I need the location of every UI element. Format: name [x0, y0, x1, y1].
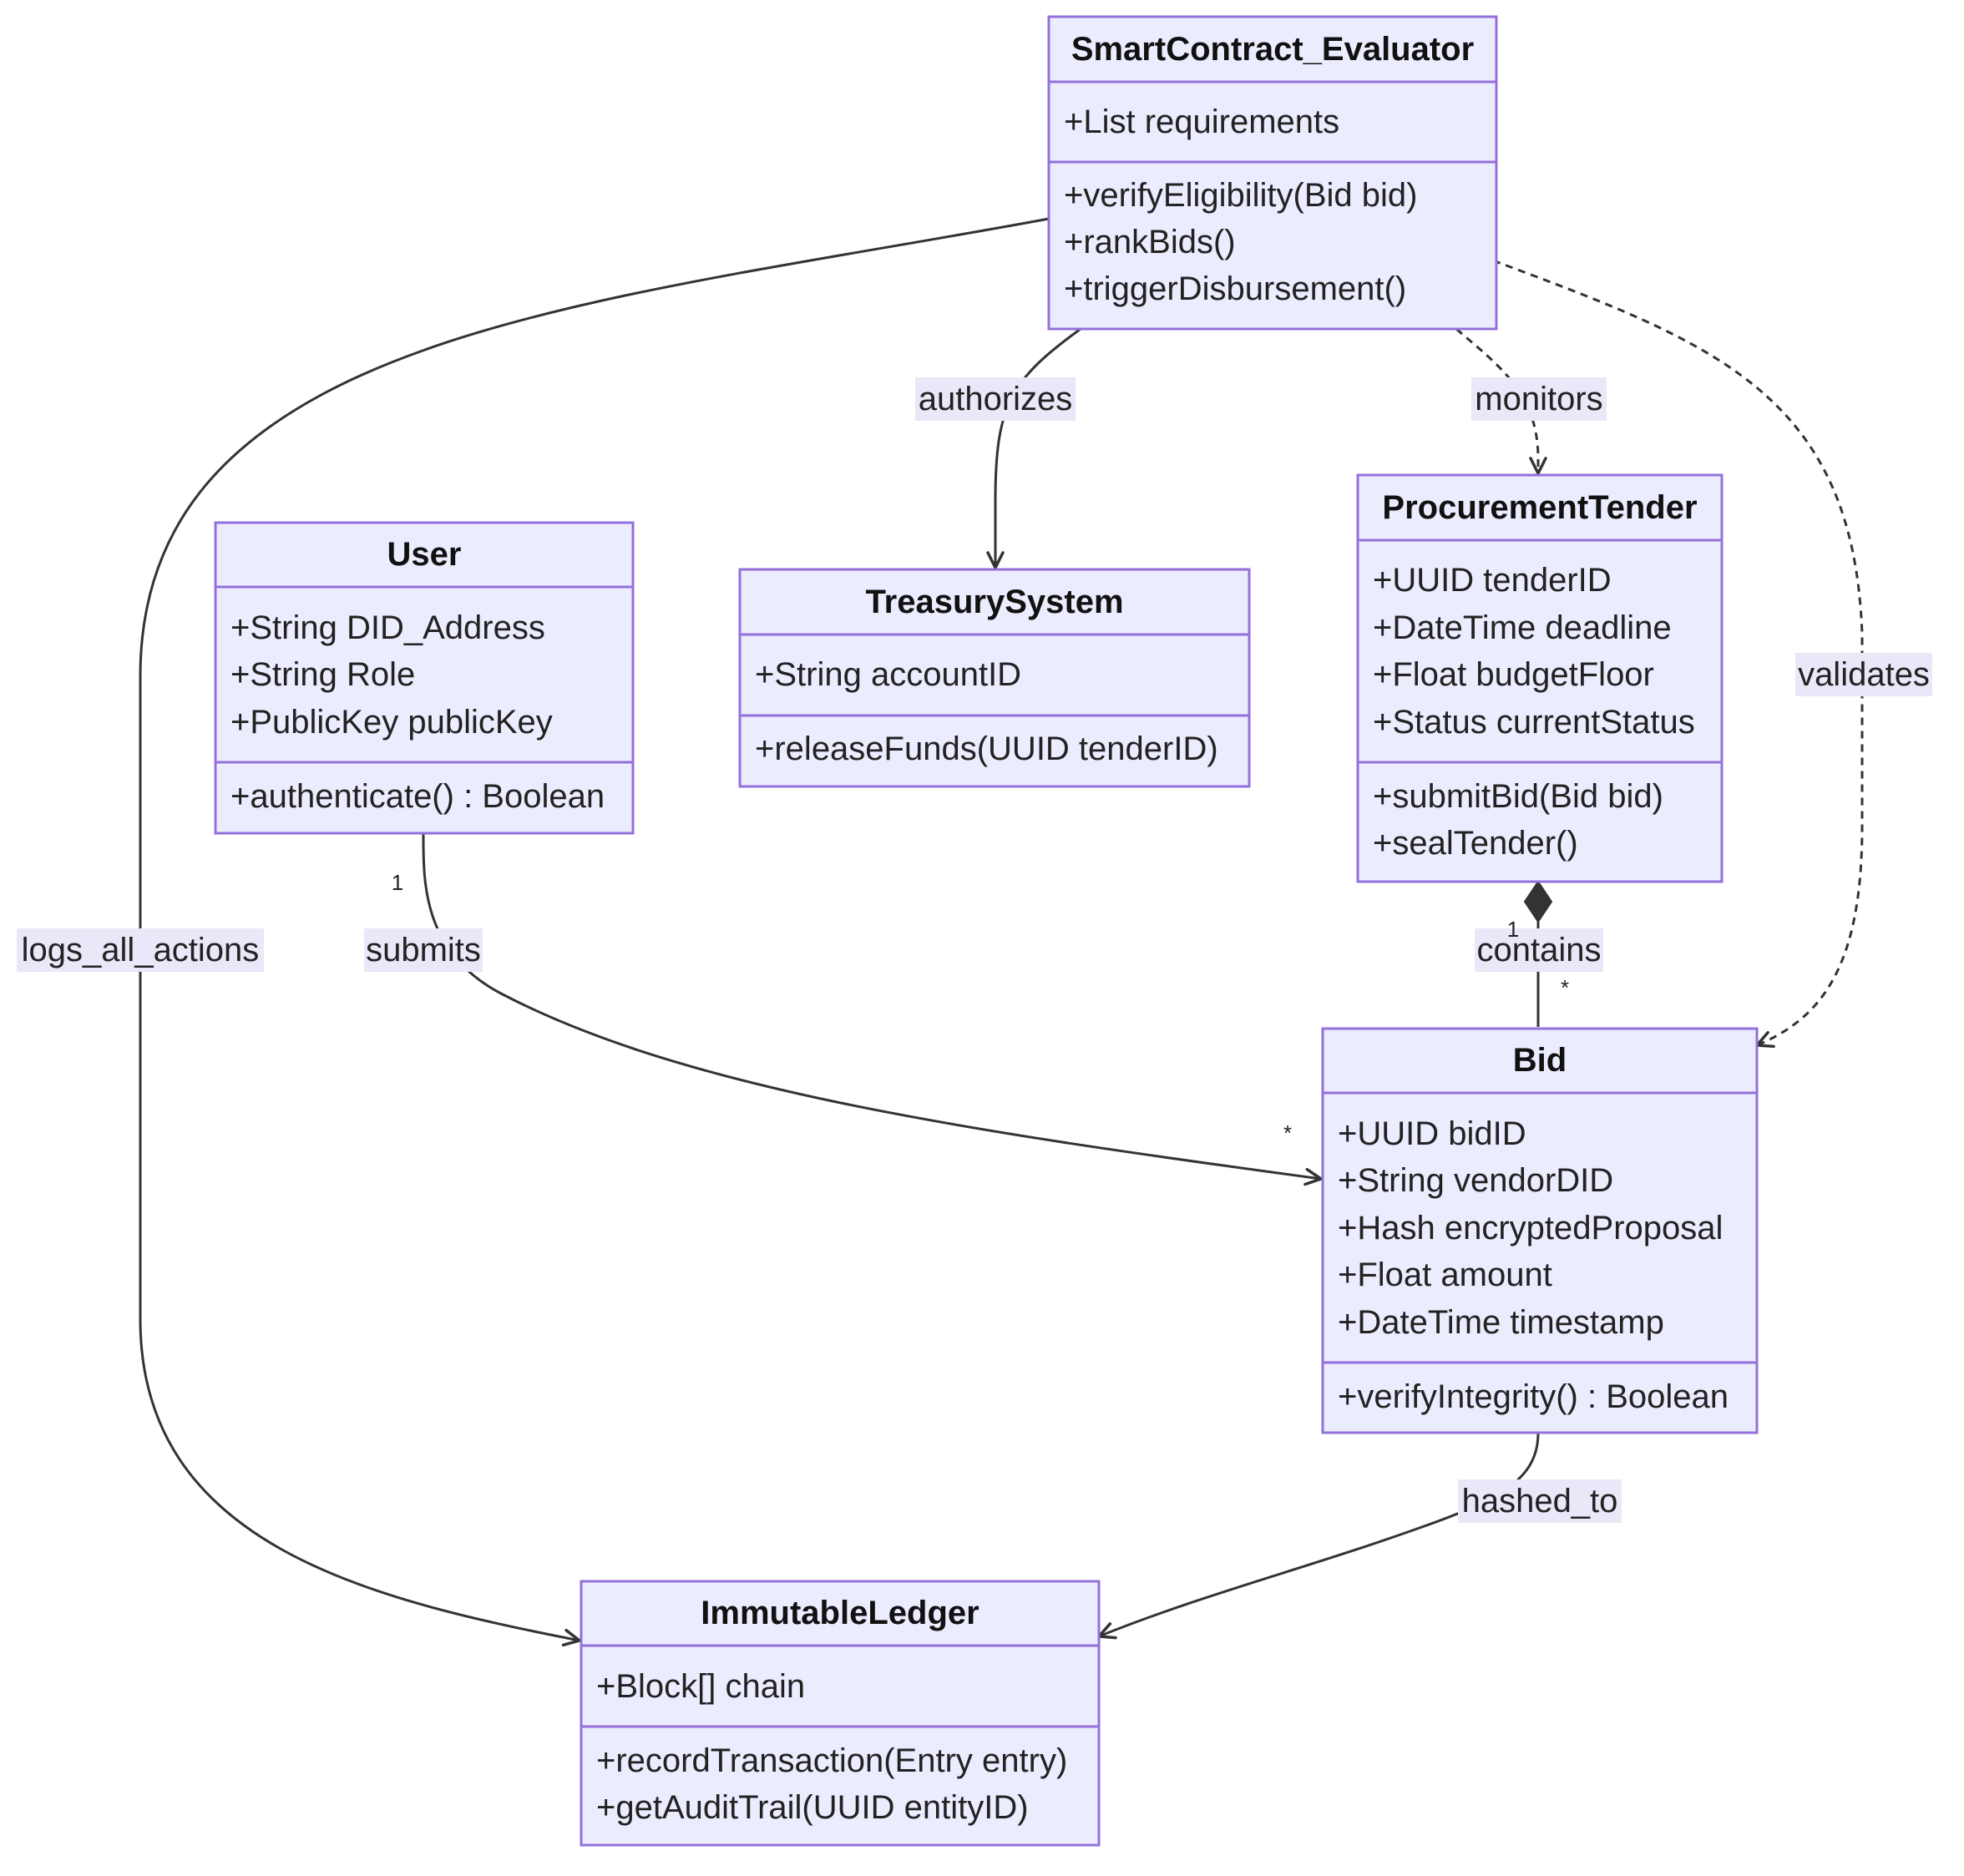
label-contains-text: contains	[1477, 932, 1602, 968]
class-method: +sealTender()	[1373, 825, 1578, 862]
class-attribute: +DateTime deadline	[1373, 609, 1672, 646]
class-method: +verifyIntegrity() : Boolean	[1338, 1378, 1729, 1415]
class-attribute: +Float budgetFloor	[1373, 656, 1654, 693]
mult-contains-bid: *	[1561, 975, 1569, 1000]
class-title: ImmutableLedger	[701, 1595, 979, 1631]
label-contains: contains	[1475, 928, 1603, 972]
class-title: Bid	[1513, 1042, 1567, 1079]
class-immutable-ledger[interactable]: ImmutableLedger +Block[] chain +recordTr…	[580, 1580, 1101, 1847]
mult-submits-user: 1	[392, 870, 403, 895]
label-validates: validates	[1795, 653, 1932, 696]
mult-contains-tender: 1	[1507, 917, 1519, 942]
class-attribute: +PublicKey publicKey	[230, 704, 553, 741]
class-treasury-system[interactable]: TreasurySystem +String accountID +releas…	[738, 568, 1251, 788]
class-attribute: +String vendorDID	[1338, 1162, 1613, 1199]
label-submits: submits	[364, 928, 483, 972]
class-title: SmartContract_Evaluator	[1071, 31, 1474, 68]
edge-submits	[422, 832, 1323, 1186]
class-attribute: +String DID_Address	[230, 609, 545, 646]
class-attribute: +String accountID	[755, 656, 1021, 693]
label-authorizes-text: authorizes	[919, 381, 1073, 417]
label-authorizes: authorizes	[915, 377, 1076, 421]
class-title: ProcurementTender	[1382, 489, 1697, 526]
class-method: +verifyEligibility(Bid bid)	[1064, 177, 1417, 214]
class-attribute: +UUID tenderID	[1373, 562, 1612, 599]
class-title: User	[387, 536, 462, 573]
class-method: +triggerDisbursement()	[1064, 271, 1406, 307]
edge-logs-all-actions	[139, 217, 1050, 1647]
class-procurement-tender[interactable]: ProcurementTender +UUID tenderID +DateTi…	[1356, 473, 1724, 883]
composition-diamond	[1523, 880, 1553, 923]
label-validates-text: validates	[1798, 656, 1930, 693]
edge-validates	[1492, 259, 1864, 1049]
edge-hashed-to	[1097, 1432, 1540, 1640]
class-attribute: +Hash encryptedProposal	[1338, 1210, 1723, 1246]
class-attribute: +String Role	[230, 656, 415, 693]
class-method: +getAuditTrail(UUID entityID)	[596, 1789, 1029, 1826]
label-logs-all-actions-text: logs_all_actions	[22, 932, 260, 968]
class-attribute: +Status currentStatus	[1373, 704, 1695, 741]
edge-authorizes	[986, 327, 1081, 569]
label-submits-text: submits	[366, 932, 481, 968]
label-logs-all-actions: logs_all_actions	[17, 928, 264, 972]
class-method: +authenticate() : Boolean	[230, 778, 605, 815]
class-attribute: +UUID bidID	[1338, 1115, 1526, 1152]
relation-labels: authorizes monitors validates logs_all_a…	[17, 377, 1932, 1523]
class-user[interactable]: User +String DID_Address +String Role +P…	[214, 521, 635, 835]
label-monitors-text: monitors	[1475, 381, 1602, 417]
class-bid[interactable]: Bid +UUID bidID +String vendorDID +Hash …	[1321, 1027, 1759, 1434]
mult-submits-bid: *	[1283, 1120, 1292, 1145]
class-title: TreasurySystem	[865, 584, 1123, 620]
class-attribute: +Block[] chain	[596, 1668, 805, 1705]
class-method: +rankBids()	[1064, 224, 1236, 260]
label-hashed-to-text: hashed_to	[1462, 1483, 1618, 1520]
label-hashed-to: hashed_to	[1458, 1479, 1622, 1523]
class-attribute: +Float amount	[1338, 1257, 1552, 1293]
class-method: +releaseFunds(UUID tenderID)	[755, 731, 1218, 767]
class-method: +submitBid(Bid bid)	[1373, 778, 1663, 815]
label-monitors: monitors	[1471, 377, 1607, 421]
class-method: +recordTransaction(Entry entry)	[596, 1742, 1067, 1779]
class-attribute: +List requirements	[1064, 104, 1339, 140]
class-attribute: +DateTime timestamp	[1338, 1304, 1664, 1341]
class-smartcontract-evaluator[interactable]: SmartContract_Evaluator +List requiremen…	[1047, 15, 1498, 331]
